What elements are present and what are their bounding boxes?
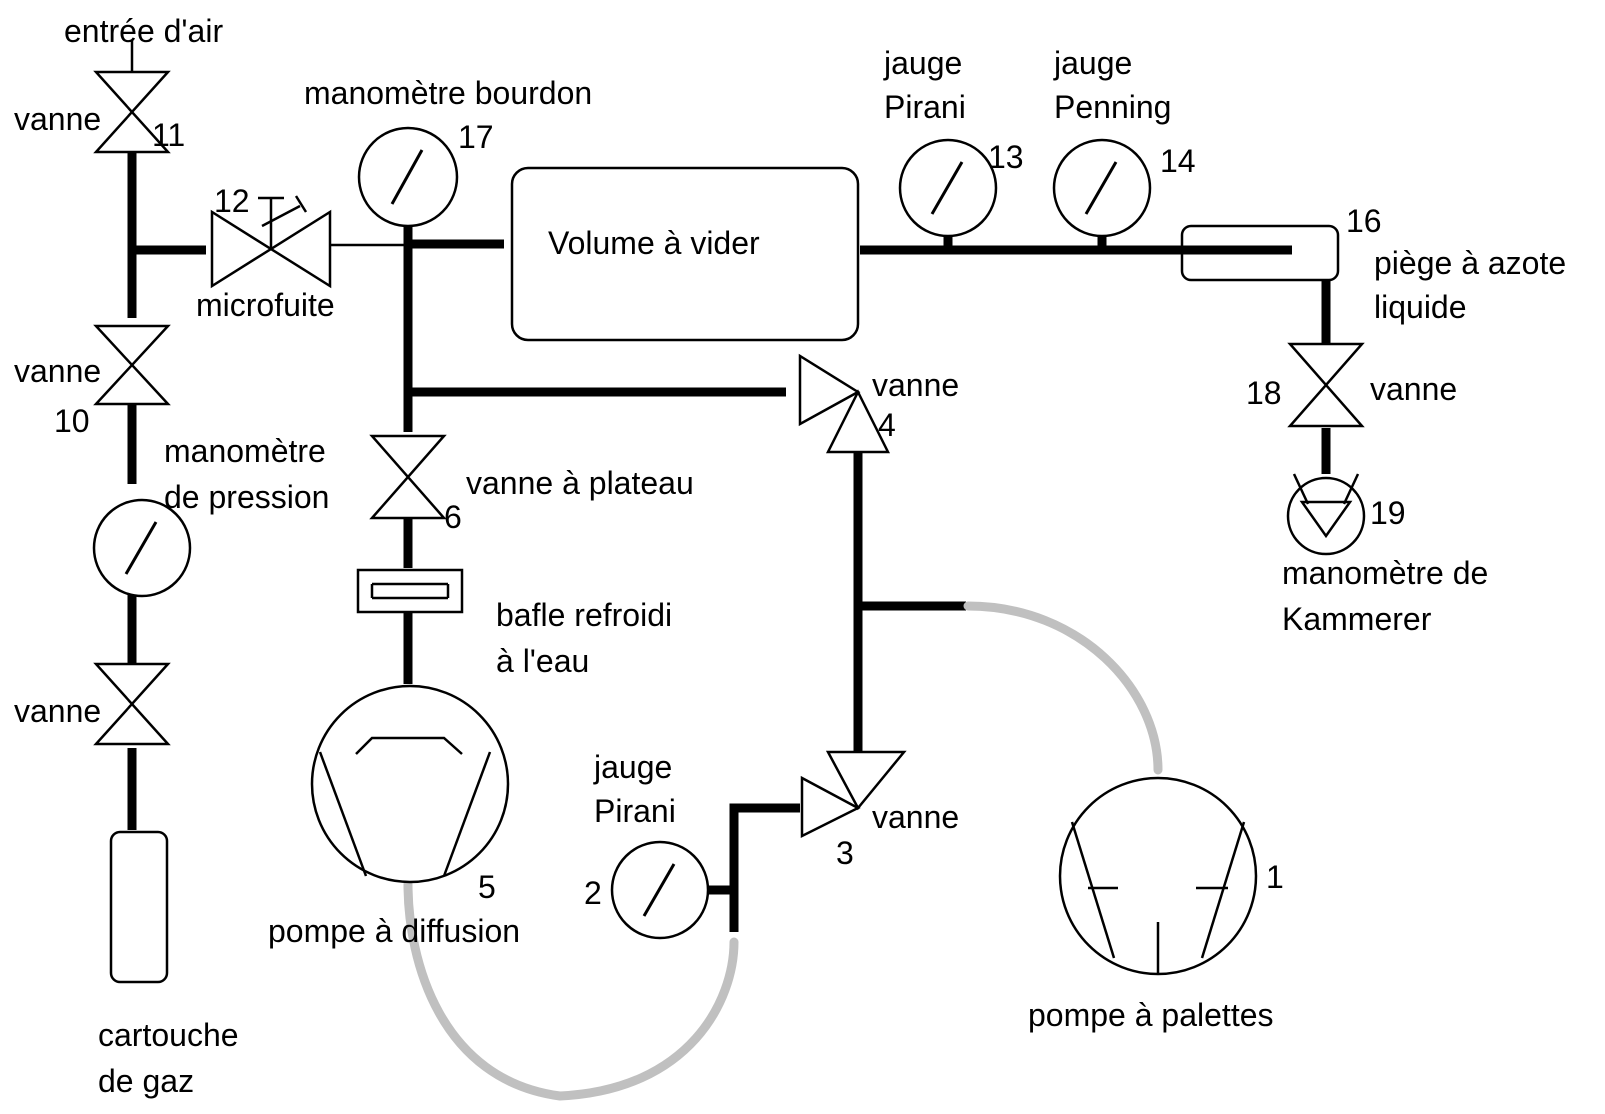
number-18: 18 [1246, 375, 1282, 411]
gauge-bourdon-17 [357, 126, 459, 228]
label-valve-11: vanne [14, 101, 101, 137]
valve-3[interactable] [800, 750, 907, 839]
valve-11[interactable] [93, 70, 171, 154]
number-10: 10 [54, 403, 90, 439]
gauge-penning-14 [1052, 138, 1152, 238]
label-trap-1: piège à azote [1374, 245, 1566, 281]
gauge-pirani-13 [898, 138, 998, 238]
number-11: 11 [152, 117, 185, 153]
valve-18[interactable] [1287, 342, 1365, 428]
text-labels: entrée d'air vanne 11 manomètre bourdon … [14, 13, 1566, 1099]
label-gauge-14: jauge [1053, 45, 1132, 81]
label-gauge-2: jauge [593, 749, 672, 785]
number-19: 19 [1370, 495, 1406, 531]
gauge-kammerer-19 [1286, 473, 1366, 556]
valve-10[interactable] [93, 324, 171, 406]
label-valve-10: vanne [14, 353, 101, 389]
label-pressure-gauge-2: de pression [164, 479, 329, 515]
rotary-vane-pump-1 [1058, 776, 1258, 976]
label-diffusion-pump: pompe à diffusion [268, 913, 520, 949]
label-baffle-2: à l'eau [496, 643, 589, 679]
label-valve-18: vanne [1370, 371, 1457, 407]
label-volume: Volume à vider [548, 225, 760, 261]
diffusion-pump-5 [310, 684, 510, 884]
label-pirani-2: Pirani [594, 793, 676, 829]
label-cylinder-2: de gaz [98, 1063, 194, 1099]
label-bourdon: manomètre bourdon [304, 75, 592, 111]
label-gate-valve: vanne à plateau [466, 465, 694, 501]
cold-trap-16 [1180, 224, 1340, 282]
volume-chamber [510, 166, 860, 342]
label-valve-3: vanne [872, 799, 959, 835]
number-12: 12 [214, 183, 250, 219]
label-trap-2: liquide [1374, 289, 1467, 325]
number-16: 16 [1346, 203, 1382, 239]
label-cylinder-1: cartouche [98, 1017, 239, 1053]
number-5: 5 [478, 869, 496, 905]
label-kammerer-1: manomètre de [1282, 555, 1488, 591]
valve-12-microleak[interactable] [210, 195, 332, 289]
label-pirani-13: Pirani [884, 89, 966, 125]
pipe-valve3-to-pirani2 [729, 803, 800, 932]
gauge-pressure-left [92, 498, 192, 598]
gas-cylinder [109, 830, 169, 984]
label-valve-4: vanne [872, 367, 959, 403]
label-valve-cylinder: vanne [14, 693, 101, 729]
number-4: 4 [878, 407, 896, 443]
label-air-inlet: entrée d'air [64, 13, 223, 49]
number-2: 2 [584, 875, 602, 911]
hose-diffusion-to-pirani2 [403, 879, 739, 1101]
baffle-water-cooled [356, 568, 464, 614]
number-3: 3 [836, 835, 854, 871]
valve-cylinder[interactable] [93, 662, 171, 746]
gauge-pirani-2 [610, 840, 710, 940]
label-penning-14: Penning [1054, 89, 1171, 125]
label-microleak: microfuite [196, 287, 335, 323]
label-baffle-1: bafle refroidi [496, 597, 672, 633]
number-17: 17 [458, 119, 494, 155]
number-14: 14 [1160, 143, 1196, 179]
hose-rotary-to-branch [963, 601, 1163, 775]
valve-4[interactable] [798, 353, 891, 454]
label-pressure-gauge-1: manomètre [164, 433, 326, 469]
label-rotary-pump: pompe à palettes [1028, 997, 1274, 1033]
number-1: 1 [1266, 859, 1284, 895]
number-6: 6 [444, 499, 462, 535]
label-gauge-13: jauge [883, 45, 962, 81]
number-13: 13 [988, 139, 1024, 175]
valve-6-gate[interactable] [369, 434, 447, 520]
label-kammerer-2: Kammerer [1282, 601, 1432, 637]
